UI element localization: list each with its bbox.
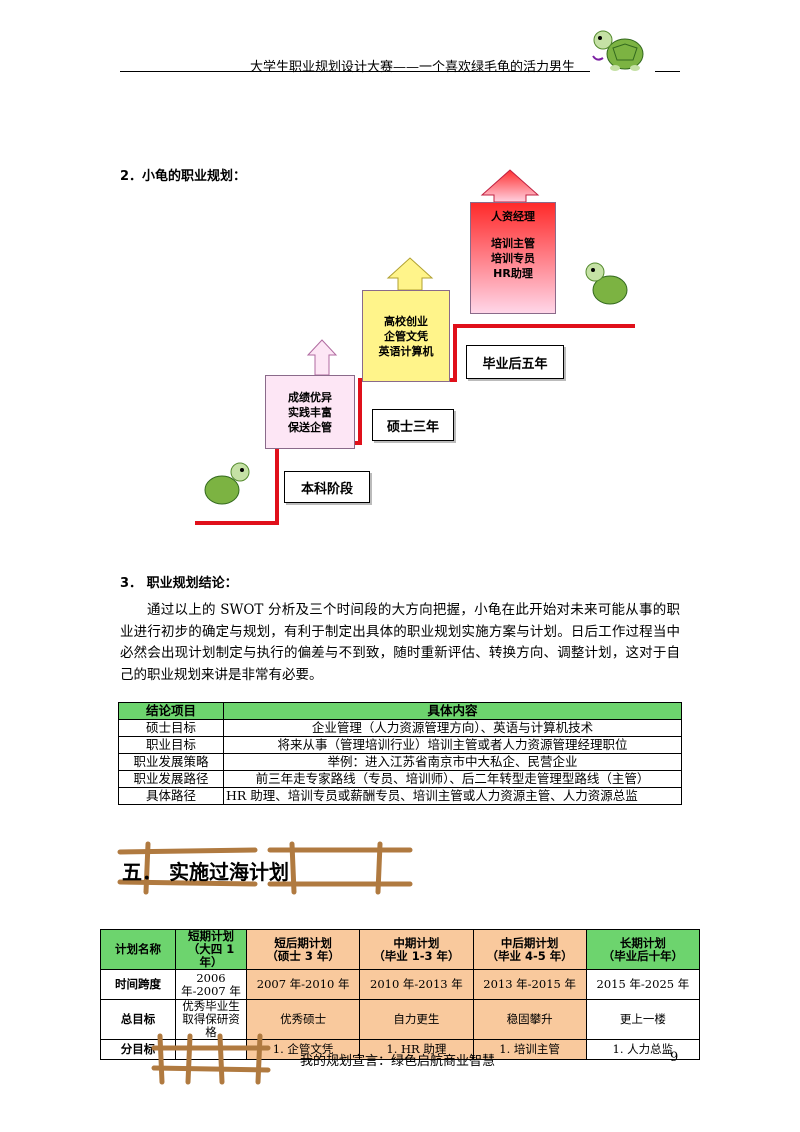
stage3-label: 毕业后五年 — [466, 345, 564, 379]
career-stairs — [195, 169, 635, 525]
table-header: 具体内容 — [223, 702, 682, 720]
stage2-label: 硕士三年 — [372, 409, 454, 441]
conclusion-paragraph: 通过以上的 SWOT 分析及三个时间段的大方向把握，小龟在此开始对未来可能从事的… — [120, 602, 680, 683]
table-row: 时间跨度 2006 年-2007 年 2007 年-2010 年 2010 年-… — [100, 969, 701, 1000]
table-header: 中期计划（毕业 1-3 年） — [359, 929, 474, 970]
stage2-box: 高校创业企管文凭英语计算机 — [362, 290, 450, 382]
stair-line — [195, 324, 635, 525]
table-header: 中后期计划（毕业 4-5 年） — [472, 929, 587, 970]
rope-ladder-decoration — [151, 1033, 271, 1085]
table-header: 短期计划（大四 1 年） — [175, 929, 247, 970]
header-rule-right — [655, 71, 680, 72]
page-number: 9 — [670, 1050, 679, 1065]
table-row: 硕士目标企业管理（人力资源管理方向）、英语与计算机技术 — [118, 719, 682, 737]
table-row: 职业发展路径前三年走专家路线（专员、培训师）、后二年转型走管理型路线（主管） — [118, 770, 682, 788]
table-row: 职业发展策略举例：进入江苏省南京市中大私企、民营企业 — [118, 753, 682, 771]
arrow-up-icon — [306, 339, 338, 376]
table-header: 长期计划（毕业后十年） — [585, 929, 701, 970]
section-heading: 2．小龟的职业规划： — [120, 169, 247, 184]
header-rule — [120, 71, 590, 72]
stage1-label: 本科阶段 — [284, 471, 370, 503]
arrow-up-icon — [386, 257, 434, 291]
table-header: 短后期计划（硕士 3 年） — [245, 929, 361, 970]
turtle-icon — [585, 262, 628, 305]
section-heading: 3． 职业规划结论： — [120, 576, 238, 591]
table-row: 职业目标将来从事（管理培训行业）培训主管或者人力资源管理经理职位 — [118, 736, 682, 754]
arrow-up-icon — [480, 169, 540, 203]
header-title: 大学生职业规划设计大赛——一个喜欢绿毛龟的活力男生 — [250, 60, 576, 75]
rope-ladder-decoration — [117, 841, 413, 895]
conclusion-table: 结论项目 具体内容 硕士目标企业管理（人力资源管理方向）、英语与计算机技术 职业… — [118, 702, 682, 805]
table-header: 计划名称 — [100, 929, 176, 970]
table-header: 结论项目 — [118, 702, 224, 720]
table-row: 总目标 优秀毕业生取得保研资格 优秀硕士 自力更生 稳固攀升 更上一楼 — [100, 999, 701, 1040]
section-heading: 五． 实施过海计划 — [122, 860, 289, 884]
stage1-box: 成绩优异实践丰富保送企管 — [265, 375, 355, 449]
turtle-icon — [204, 462, 250, 505]
plan-table: 计划名称 短期计划（大四 1 年） 短后期计划（硕士 3 年） 中期计划（毕业 … — [100, 929, 701, 1060]
footer-text: 我的规划宣言：绿色启航商业智慧 — [300, 1054, 496, 1069]
turtle-logo-icon — [592, 30, 644, 71]
